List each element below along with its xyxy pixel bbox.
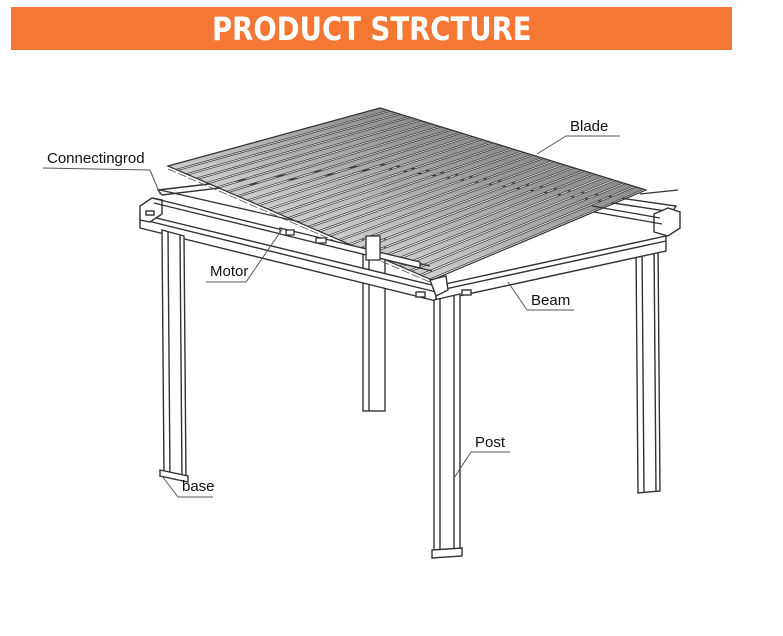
label-base: base [182,478,215,495]
label-blade: Blade [570,118,608,135]
blade-end-cap [218,190,227,195]
roof-outline [166,107,648,281]
blade-end-cap [249,203,258,208]
blade-end-cap [198,181,207,186]
blade-end-cap [381,260,390,265]
blade-end-cap [259,208,268,213]
center-gutter [365,235,381,261]
callout-beam: Beam [507,281,574,311]
callout-motor: Motor [206,227,284,283]
blade-end-cap [269,212,278,217]
blade-end-cap [299,225,309,230]
callout-blade: Blade [536,118,620,155]
blade-end-cap [320,234,329,239]
label-post: Post [475,434,506,451]
callout-base: base [161,475,215,498]
label-motor: Motor [210,263,248,280]
back-right-post [635,243,661,494]
blade-end-cap [177,173,187,178]
blade-end-cap [238,199,248,204]
back-left-post [362,235,386,412]
blade-end-cap [208,186,217,191]
blade-end-cap [391,265,400,270]
blade-end-cap [289,221,298,226]
blade-end-cap [421,278,430,283]
callout-connecting-rod: Connectingrod [42,150,161,195]
blade-end-cap [411,273,420,279]
blade-end-cap [228,194,238,200]
front-left-post [159,229,189,483]
front-center-post [431,293,463,559]
blade-end-cap [401,269,410,274]
blade-end-cap [309,230,319,235]
callout-post: Post [453,434,510,479]
banner-title: PRODUCT STRCTURE [211,9,532,48]
blade-end-cap [188,177,197,182]
roof-blades [166,107,648,283]
roof-frame [139,163,681,302]
blade-end-cap [167,168,177,173]
label-beam: Beam [531,292,570,309]
label-connecting-rod: Connectingrod [47,150,145,167]
title-banner: PRODUCT STRCTURE [11,7,732,50]
